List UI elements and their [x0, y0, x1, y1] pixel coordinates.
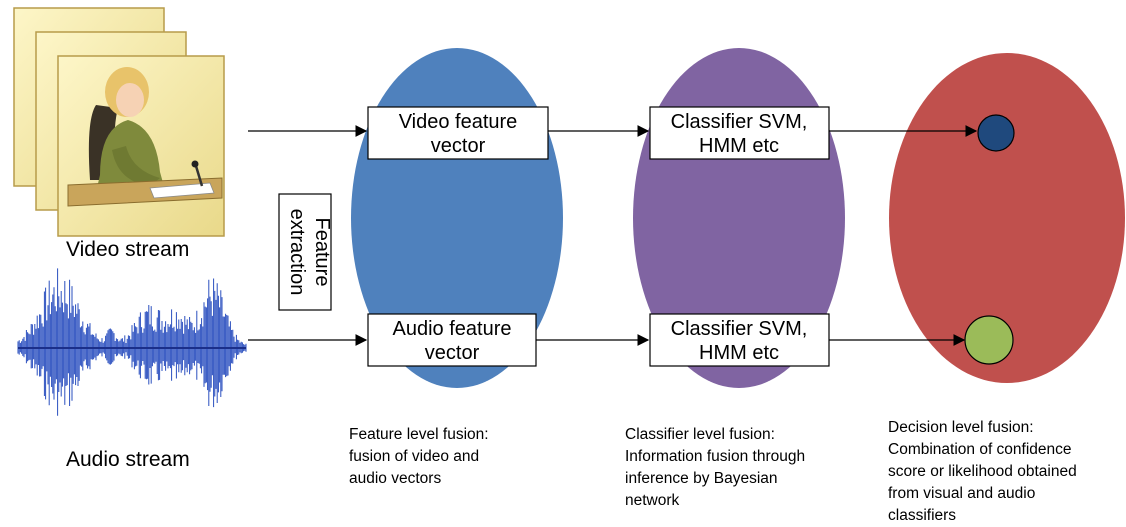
classifier-level-caption: Classifier level fusion: Information fus…: [625, 426, 809, 509]
audio-feature-vector-box: Audio feature vector: [367, 313, 537, 367]
feature-extraction-box: Feature extraction: [278, 193, 333, 311]
classifier-caption-line: network: [625, 492, 680, 509]
audio-classifier-box: Classifier SVM, HMM etc: [649, 313, 830, 367]
feature-caption-line: fusion of video and: [349, 448, 479, 465]
classifier-caption-line: Classifier level fusion:: [625, 426, 775, 443]
audio-feature-line2: vector: [425, 342, 480, 364]
video-feature-vector-box: Video feature vector: [367, 106, 549, 160]
video-feature-line1: Video feature: [399, 111, 518, 133]
decision-level-ellipse: [889, 53, 1125, 383]
classifier-caption-line: Information fusion through: [625, 448, 805, 465]
video-classifier-line1: Classifier SVM,: [671, 111, 808, 133]
video-classifier-line2: HMM etc: [699, 135, 779, 157]
decision-level-caption: Decision level fusion: Combination of co…: [888, 419, 1081, 524]
decision-caption-line: Combination of confidence: [888, 441, 1072, 458]
decision-caption-line: Decision level fusion:: [888, 419, 1034, 436]
decision-caption-line: score or likelihood obtained: [888, 463, 1077, 480]
audio-feature-line1: Audio feature: [393, 318, 512, 340]
feature-extraction-line1: Feature: [311, 218, 333, 287]
audio-waveform-image: [17, 268, 247, 416]
feature-caption-line: Feature level fusion:: [349, 426, 489, 443]
video-decision-output: [977, 114, 1015, 152]
feature-level-caption: Feature level fusion: fusion of video an…: [349, 426, 493, 487]
audio-decision-output: [964, 315, 1014, 365]
video-classifier-box: Classifier SVM, HMM etc: [649, 106, 830, 160]
video-stream-label: Video stream: [66, 238, 189, 261]
feature-extraction-line2: extraction: [286, 209, 308, 296]
audio-stream-label: Audio stream: [66, 448, 190, 471]
decision-caption-line: from visual and audio: [888, 485, 1035, 502]
feature-caption-line: audio vectors: [349, 470, 441, 487]
audio-classifier-line2: HMM etc: [699, 342, 779, 364]
video-stream-image: [13, 7, 225, 237]
audio-classifier-line1: Classifier SVM,: [671, 318, 808, 340]
decision-caption-line: classifiers: [888, 507, 956, 524]
video-feature-line2: vector: [431, 135, 486, 157]
classifier-caption-line: inference by Bayesian: [625, 470, 778, 487]
